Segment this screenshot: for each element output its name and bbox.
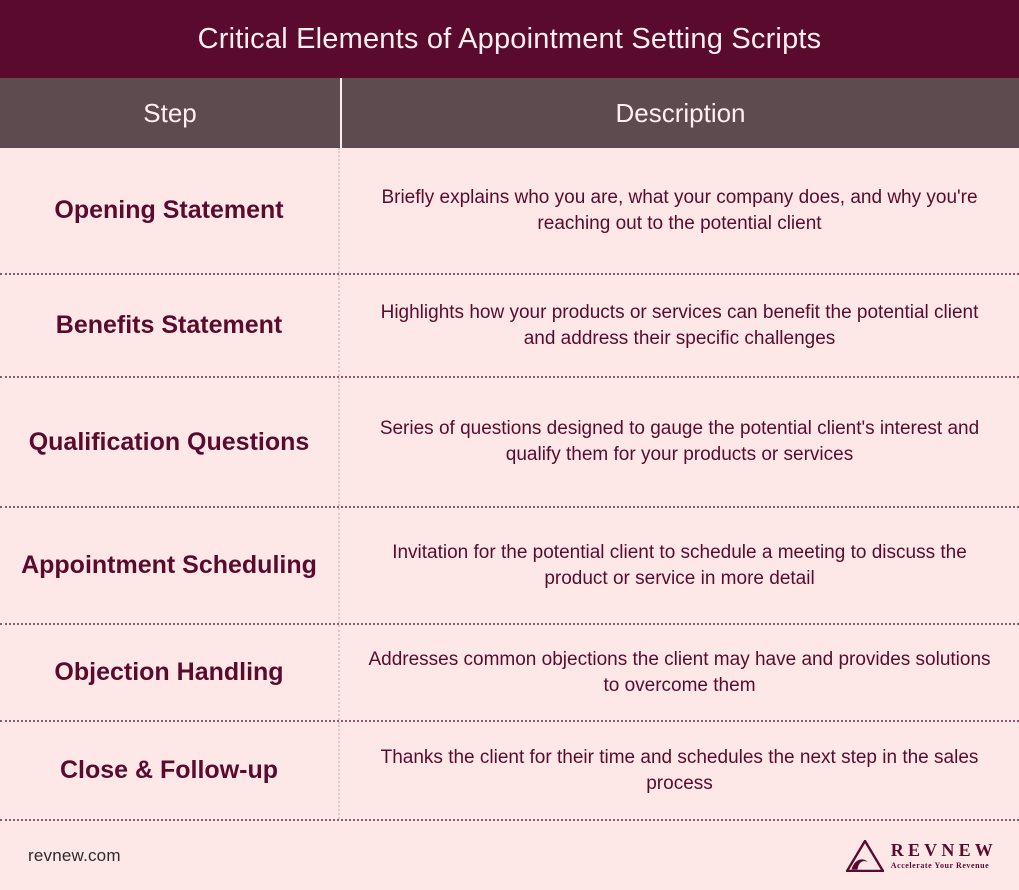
table-row: Opening Statement Briefly explains who y…	[0, 148, 1019, 275]
table-cell-description: Addresses common objections the client m…	[340, 625, 1019, 720]
table-column-header: Step Description	[0, 78, 1019, 148]
triangle-wave-logo-icon	[845, 839, 884, 872]
step-label: Close & Follow-up	[59, 756, 279, 784]
table-row: Qualification Questions Series of questi…	[0, 378, 1019, 508]
table-cell-description: Highlights how your products or services…	[340, 275, 1019, 376]
table-row: Benefits Statement Highlights how your p…	[0, 275, 1019, 378]
footer: revnew.com REVNEW Accelerate Your Revenu…	[0, 821, 1019, 890]
website-url: revnew.com	[28, 845, 121, 865]
column-header-description: Description	[340, 78, 1019, 148]
table-cell-step: Appointment Scheduling	[0, 508, 340, 623]
table-row: Objection Handling Addresses common obje…	[0, 625, 1019, 722]
table-cell-step: Close & Follow-up	[0, 722, 340, 819]
description-text: Thanks the client for their time and sch…	[380, 746, 979, 794]
step-label: Objection Handling	[54, 658, 284, 686]
table-cell-description: Thanks the client for their time and sch…	[340, 722, 1019, 819]
description-text: Invitation for the potential client to s…	[392, 541, 967, 589]
description-text: Highlights how your products or services…	[380, 301, 979, 349]
table-cell-description: Briefly explains who you are, what your …	[340, 148, 1019, 273]
table-cell-description: Series of questions designed to gauge th…	[340, 378, 1019, 506]
table-cell-description: Invitation for the potential client to s…	[340, 508, 1019, 623]
column-header-step: Step	[143, 97, 197, 128]
description-text: Series of questions designed to gauge th…	[379, 418, 980, 465]
revnew-logo: REVNEW Accelerate Your Revenue	[845, 839, 997, 872]
table-cell-step: Objection Handling	[0, 625, 340, 720]
step-label: Appointment Scheduling	[21, 551, 317, 579]
logo-wordmark: REVNEW Accelerate Your Revenue	[891, 841, 997, 870]
title-bar: Critical Elements of Appointment Setting…	[0, 0, 1019, 78]
step-label: Opening Statement	[54, 196, 284, 224]
table-cell-step: Qualification Questions	[0, 378, 340, 506]
table-body: Opening Statement Briefly explains who y…	[0, 148, 1019, 821]
logo-tagline-text: Accelerate Your Revenue	[890, 861, 990, 870]
table-row: Appointment Scheduling Invitation for th…	[0, 508, 1019, 625]
step-label: Qualification Questions	[28, 427, 310, 456]
logo-brand-text: REVNEW	[890, 840, 997, 860]
table-row: Close & Follow-up Thanks the client for …	[0, 722, 1019, 821]
table-cell-step: Benefits Statement	[0, 275, 340, 376]
table-cell-step: Opening Statement	[0, 148, 340, 273]
description-text: Briefly explains who you are, what your …	[381, 186, 978, 234]
description-text: Addresses common objections the client m…	[368, 648, 991, 696]
page-title: Critical Elements of Appointment Setting…	[197, 22, 822, 55]
step-label: Benefits Statement	[55, 311, 283, 339]
